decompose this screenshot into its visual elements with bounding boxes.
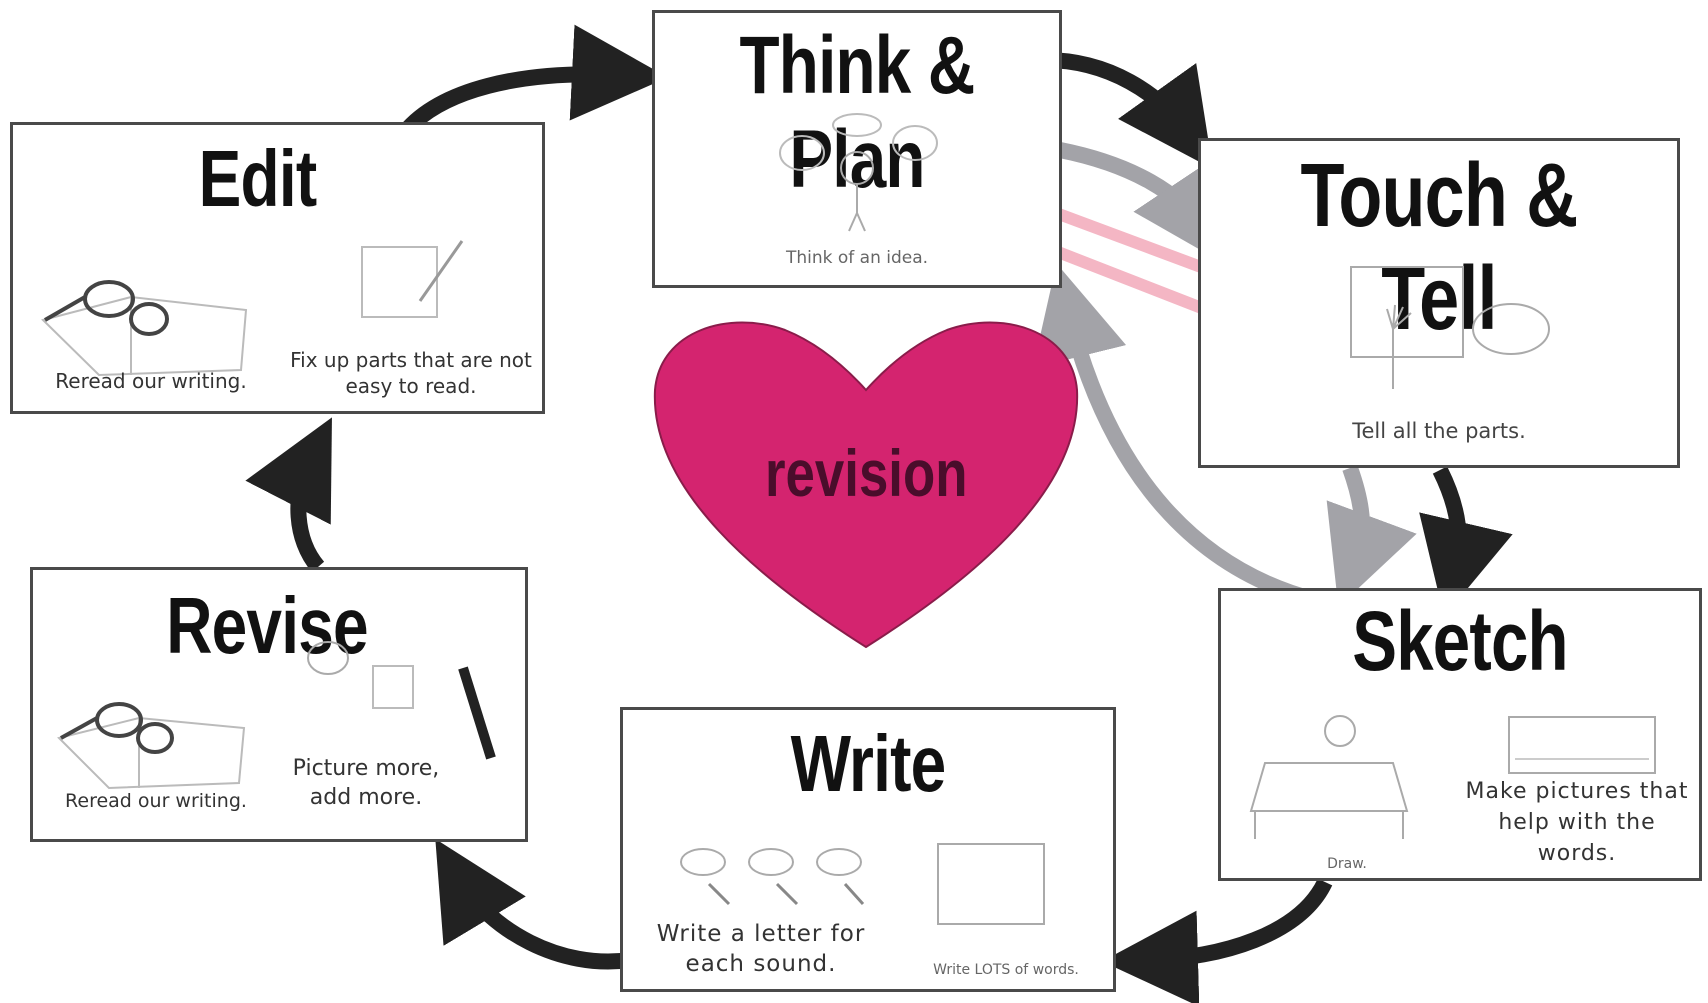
revision-heart bbox=[653, 321, 1079, 649]
arrow-sketch-to-write bbox=[1102, 878, 1333, 1003]
arrow-think-to-touch bbox=[1044, 52, 1213, 170]
revision-label: revision bbox=[765, 436, 968, 510]
page-of-words-icon bbox=[937, 843, 1045, 925]
glasses-on-book-icon bbox=[41, 280, 248, 377]
picture-with-words-icon bbox=[1508, 716, 1656, 774]
write-title: Write bbox=[790, 719, 947, 808]
arrow-edit-to-think bbox=[398, 24, 668, 138]
think-plan-caption: Think of an idea. bbox=[785, 248, 929, 268]
letter-sounds-icon bbox=[680, 848, 865, 906]
arrow-revise-to-edit bbox=[245, 417, 332, 573]
revise-caption-left: Reread our writing. bbox=[65, 790, 247, 812]
arrow-touch-to-sketch bbox=[1419, 466, 1513, 617]
hand-on-page-icon bbox=[1350, 266, 1550, 389]
write-card: Write Write a letter for each sound. Wri… bbox=[620, 707, 1116, 992]
revise-title: Revise bbox=[166, 581, 368, 670]
sketch-caption-left: Draw. bbox=[1327, 856, 1367, 872]
touch-tell-title: Touch & Tell bbox=[1300, 146, 1578, 349]
think-plan-card: Think & Plan Think of an idea. bbox=[652, 10, 1062, 288]
edit-card: Edit Reread our writing. Fix up parts th… bbox=[10, 122, 545, 414]
touch-tell-caption: Tell all the parts. bbox=[1352, 419, 1526, 443]
edit-title: Edit bbox=[198, 134, 317, 223]
write-caption-left: Write a letter for each sound. bbox=[656, 921, 866, 977]
sketch-title: Sketch bbox=[1352, 594, 1568, 688]
arrow-touch-to-sketch-revision bbox=[1326, 465, 1417, 608]
sketch-caption-right: Make pictures that help with the words. bbox=[1465, 779, 1689, 866]
fix-up-page-icon bbox=[361, 240, 464, 318]
child-drawing-at-desk-icon bbox=[1249, 715, 1409, 839]
picture-more-icon bbox=[307, 641, 496, 760]
arrow-think-to-touch-revision bbox=[1058, 142, 1227, 265]
touch-tell-card: Touch & Tell Tell all the parts. bbox=[1198, 138, 1680, 468]
revise-card: Revise Reread our writing. Picture more,… bbox=[30, 567, 528, 842]
sketch-card: Sketch Draw. Make pictures that help wit… bbox=[1218, 588, 1702, 881]
revise-caption-right: Picture more, add more. bbox=[292, 756, 440, 810]
edit-caption-left: Reread our writing. bbox=[55, 369, 247, 393]
arrow-write-to-revise bbox=[435, 838, 632, 970]
arrow-sketch-to-think-revision bbox=[1032, 263, 1318, 608]
write-caption-right: Write LOTS of words. bbox=[933, 962, 1079, 978]
glasses-on-book-icon bbox=[57, 702, 246, 790]
thinking-person-icon bbox=[779, 113, 938, 232]
edit-caption-right: Fix up parts that are not easy to read. bbox=[290, 348, 532, 398]
